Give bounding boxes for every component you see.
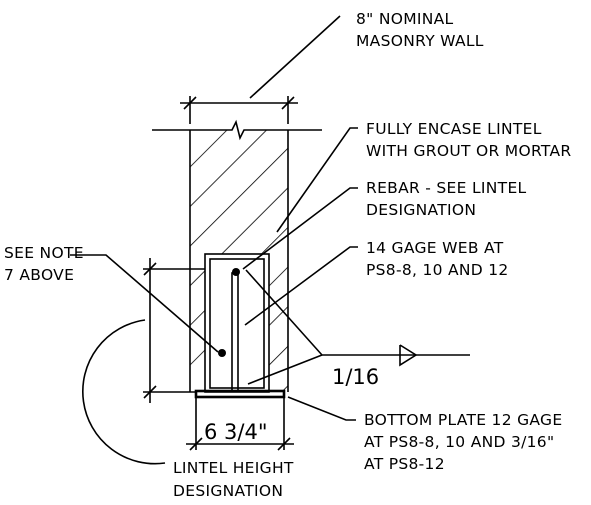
plate-label-line3: AT PS8-12 (364, 455, 445, 473)
note-label-line1: SEE NOTE (4, 244, 84, 262)
rebar-label-line2: DESIGNATION (366, 201, 476, 219)
wall-label-line2: MASONRY WALL (356, 32, 484, 50)
encase-label-line2: WITH GROUT OR MORTAR (366, 142, 571, 160)
wall-width-dimension (180, 96, 298, 124)
lintel-width-dimension (186, 398, 294, 451)
web-label-line1: 14 GAGE WEB AT (366, 239, 504, 257)
lintel-section (204, 253, 270, 393)
rebar-label-line1: REBAR - SEE LINTEL (366, 179, 527, 197)
note-label-line2: 7 ABOVE (4, 266, 74, 284)
leader-lines (70, 15, 470, 421)
height-label-line2: DESIGNATION (173, 482, 283, 500)
lintel-width-label: 6 3/4" (204, 420, 268, 444)
rebar-top (232, 268, 240, 276)
encase-label-line1: FULLY ENCASE LINTEL (366, 120, 542, 138)
bottom-plate (194, 389, 286, 399)
height-leader-arc (82, 319, 166, 465)
plate-label-line1: BOTTOM PLATE 12 GAGE (364, 411, 562, 429)
wall-label-line1: 8" NOMINAL (356, 10, 454, 28)
plate-label-line2: AT PS8-8, 10 AND 3/16" (364, 433, 554, 451)
rebar-bottom (218, 349, 226, 357)
break-line (152, 119, 322, 141)
lintel-inner-outline (209, 258, 265, 389)
height-label-line1: LINTEL HEIGHT (173, 459, 294, 477)
web-label-line2: PS8-8, 10 AND 12 (366, 261, 509, 279)
weld-size-label: 1/16 (332, 365, 379, 389)
lintel-height-dimension (82, 258, 205, 465)
